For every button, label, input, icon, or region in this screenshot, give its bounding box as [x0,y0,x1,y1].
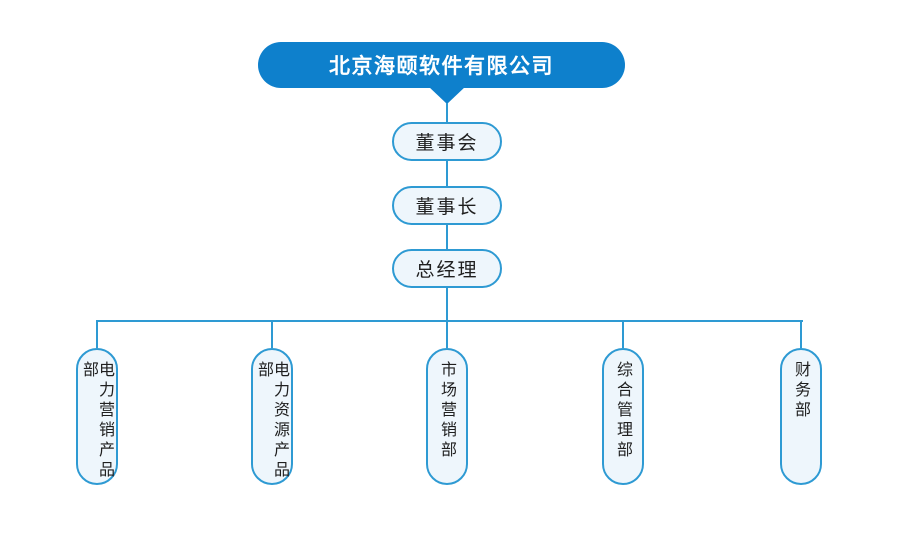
node-label: 电力资源产品部 [255,361,290,481]
connector-chairman-gm [446,224,448,250]
node-power-resource-product-dept: 电力资源产品部 [251,348,293,485]
node-label: 市场营销部 [438,361,457,461]
connector-board-chairman [446,161,448,186]
connector-drop-4 [622,320,624,348]
company-name: 北京海颐软件有限公司 [329,54,554,78]
company-node-pointer-icon [428,86,466,104]
node-general-manager: 总经理 [392,249,502,288]
node-chairman: 董事长 [392,186,502,225]
connector-company-board [446,103,448,122]
node-finance-dept: 财务部 [780,348,822,485]
node-general-management-dept: 综合管理部 [602,348,644,485]
node-power-marketing-product-dept: 电力营销产品部 [76,348,118,485]
node-label: 总经理 [415,259,479,281]
connector-drop-2 [271,320,273,348]
node-label: 综合管理部 [614,361,633,461]
node-label: 董事会 [415,132,479,154]
connector-branch-rail [96,320,803,322]
connector-drop-3 [446,320,448,348]
connector-drop-5 [800,320,802,348]
node-marketing-dept: 市场营销部 [426,348,468,485]
node-label: 董事长 [415,196,479,218]
node-board-of-directors: 董事会 [392,122,502,161]
node-label: 财务部 [792,361,811,421]
connector-gm-branch [446,288,448,321]
connector-drop-1 [96,320,98,348]
company-node: 北京海颐软件有限公司 [258,42,625,88]
node-label: 电力营销产品部 [80,361,115,481]
